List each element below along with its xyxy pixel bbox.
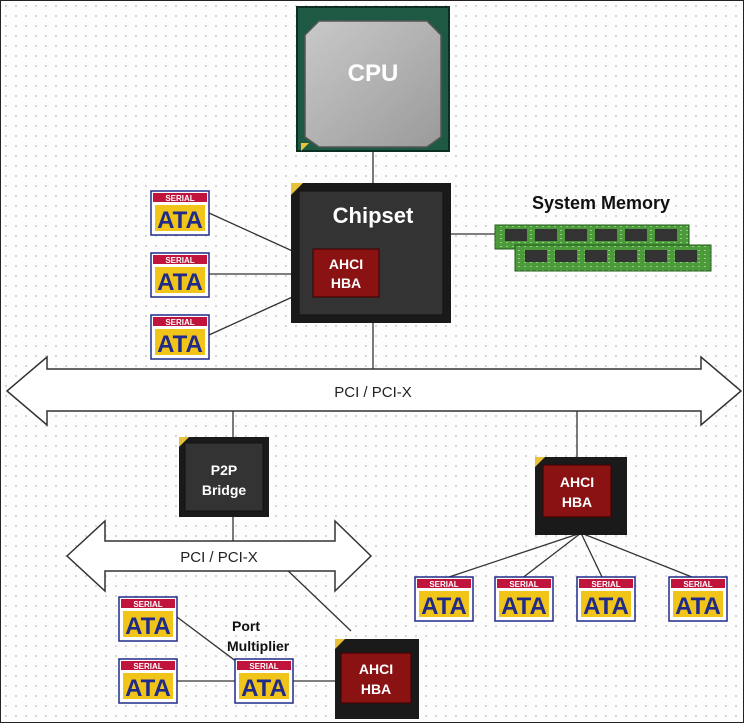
sata-logo-main-text: ATA <box>421 593 467 620</box>
sata-logo-main-text: ATA <box>125 675 171 702</box>
sata-logo-top-text: SERIAL <box>249 662 278 671</box>
chipset-ahci-hba <box>312 248 380 298</box>
chipset-chip: Chipset AHCI HBA <box>291 183 451 323</box>
sata-logo: SERIAL ATA <box>576 576 636 622</box>
pci-bus-secondary: PCI / PCI-X <box>65 519 373 593</box>
p2p-bridge-chip: P2P Bridge <box>179 437 269 517</box>
hba-right-line2: HBA <box>562 494 592 510</box>
sata-logo-main-text: ATA <box>583 593 629 620</box>
chipset-label: Chipset <box>333 203 414 228</box>
sata-logo: SERIAL ATA <box>150 314 210 360</box>
chipset-hba-line1: AHCI <box>329 256 363 272</box>
sata-logo-top-text: SERIAL <box>683 580 712 589</box>
memory-module-front <box>514 244 712 272</box>
sata-logo: SERIAL ATA <box>150 190 210 236</box>
sata-logo: SERIAL ATA <box>150 252 210 298</box>
system-memory: System Memory <box>494 193 712 272</box>
sata-logo-top-text: SERIAL <box>133 662 162 671</box>
hba-right-line1: AHCI <box>560 474 594 490</box>
sata-logo-top-text: SERIAL <box>591 580 620 589</box>
sata-logo-main-text: ATA <box>241 675 287 702</box>
sata-logo: SERIAL ATA <box>668 576 728 622</box>
sata-logo-top-text: SERIAL <box>133 600 162 609</box>
pci-bus-main-label: PCI / PCI-X <box>334 384 412 401</box>
sata-logo: SERIAL ATA <box>414 576 474 622</box>
sata-logo-main-text: ATA <box>675 593 721 620</box>
p2p-bridge-line1: P2P <box>211 462 237 478</box>
sata-logo-main-text: ATA <box>157 207 203 234</box>
sata-logo: SERIAL ATA <box>494 576 554 622</box>
sata-logos: SERIALATASERIALATASERIALATASERIALATASERI… <box>118 190 728 704</box>
cpu-label: CPU <box>348 60 399 87</box>
sata-logo-top-text: SERIAL <box>429 580 458 589</box>
sata-logo-top-text: SERIAL <box>165 256 194 265</box>
cpu-chip: CPU <box>296 6 450 152</box>
ahci-hba-right-chip: AHCI HBA <box>535 457 627 535</box>
sata-logo-top-text: SERIAL <box>165 194 194 203</box>
sata-logo: SERIAL ATA <box>234 658 294 704</box>
sata-logo: SERIAL ATA <box>118 658 178 704</box>
p2p-bridge-line2: Bridge <box>202 482 247 498</box>
sata-logo-main-text: ATA <box>157 269 203 296</box>
pci-bus-secondary-label: PCI / PCI-X <box>180 549 258 566</box>
hba-bottom-line1: AHCI <box>359 661 393 677</box>
chipset-hba-line2: HBA <box>331 275 361 291</box>
port-multiplier-label-line2: Multiplier <box>227 638 290 654</box>
hba-bottom-line2: HBA <box>361 681 391 697</box>
sata-logo-main-text: ATA <box>157 331 203 358</box>
connector-lines <box>176 151 698 682</box>
system-memory-label: System Memory <box>532 193 670 213</box>
pci-bus-main: PCI / PCI-X <box>5 355 743 427</box>
ahci-hba-bottom-chip: AHCI HBA <box>335 639 419 719</box>
sata-logo: SERIAL ATA <box>118 596 178 642</box>
sata-logo-top-text: SERIAL <box>165 318 194 327</box>
port-multiplier-label-line1: Port <box>232 618 260 634</box>
sata-logo-main-text: ATA <box>125 613 171 640</box>
sata-logo-main-text: ATA <box>501 593 547 620</box>
sata-logo-top-text: SERIAL <box>509 580 538 589</box>
